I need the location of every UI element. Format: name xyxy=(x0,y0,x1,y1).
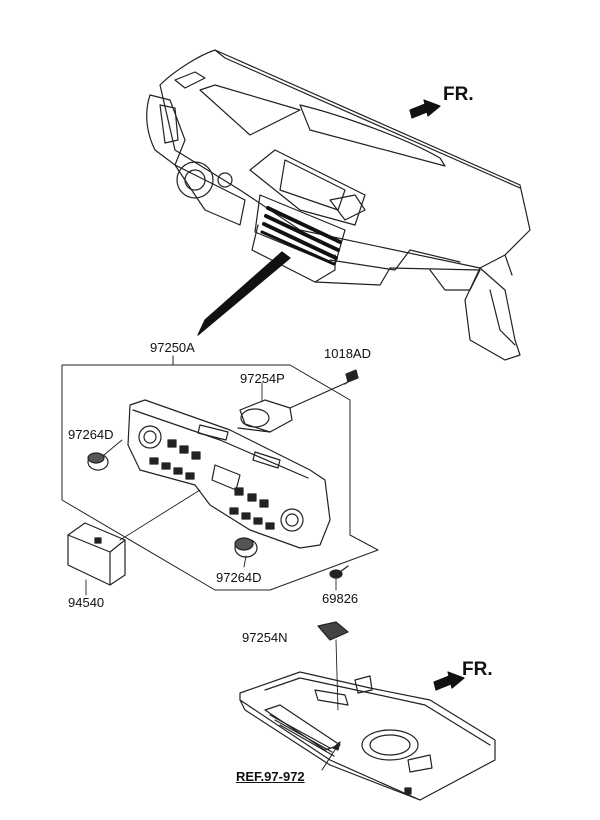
label-97264D-bottom: 97264D xyxy=(216,570,262,585)
front-marker: FR. xyxy=(443,84,474,105)
label-97254N: 97254N xyxy=(242,630,288,645)
bolt-1018AD xyxy=(289,369,359,409)
sensor-97254N xyxy=(317,621,349,641)
dashboard-illustration xyxy=(146,49,531,361)
reference-label: REF.97-972 xyxy=(236,769,305,784)
label-1018AD: 1018AD xyxy=(324,346,371,361)
screw-69826 xyxy=(329,565,349,579)
reference-arrowhead xyxy=(332,741,341,751)
label-94540: 94540 xyxy=(68,595,105,610)
climate-control-panel xyxy=(127,399,331,549)
knob-97264D-bottom xyxy=(234,537,258,558)
front-marker-lower: FR. xyxy=(462,659,493,680)
label-97254P: 97254P xyxy=(240,371,285,386)
switch-94540 xyxy=(67,522,126,586)
pointer-wedge xyxy=(197,251,291,336)
label-69826: 69826 xyxy=(322,591,359,606)
lower-panel xyxy=(239,671,496,801)
assembly-outline xyxy=(61,355,379,591)
label-97250A: 97250A xyxy=(150,340,195,355)
leader-lines xyxy=(85,382,339,711)
sensor-97254P xyxy=(237,399,293,433)
front-arrow-icon-lower xyxy=(433,671,465,691)
knob-97264D-left xyxy=(87,452,109,471)
label-97264D-left: 97264D xyxy=(68,427,114,442)
front-arrow-icon xyxy=(409,99,441,119)
